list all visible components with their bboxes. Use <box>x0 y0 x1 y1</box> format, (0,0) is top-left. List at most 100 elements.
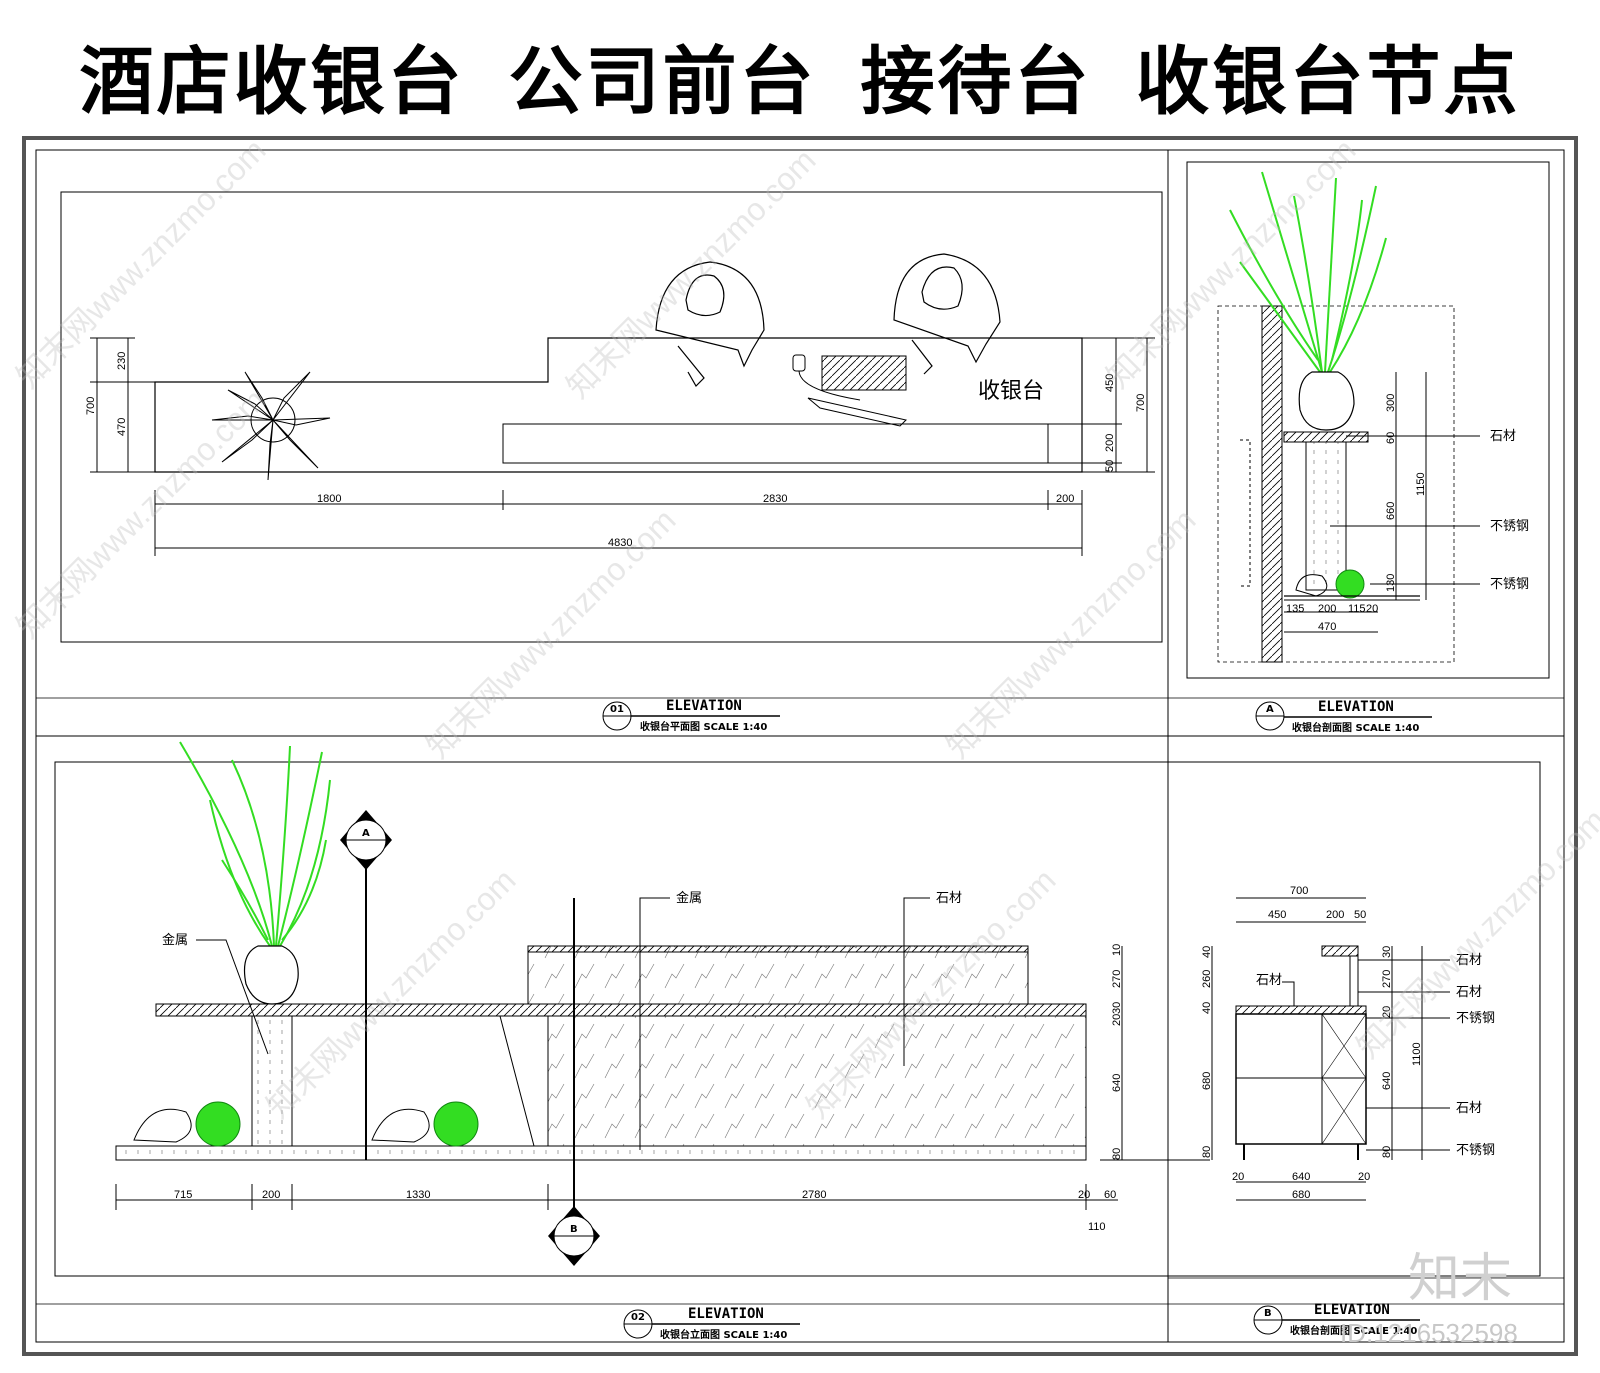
section-b-dim-r-4: 640 <box>1381 1072 1393 1090</box>
front-panel: A B 金属 金属 石材 10 270 30 20 640 80 715 200… <box>54 741 1210 1341</box>
section-b-dim-top-2: 200 <box>1326 909 1344 921</box>
plan-dim-left-total: 700 <box>85 397 97 415</box>
section-b-dim-r-2: 270 <box>1381 970 1393 988</box>
section-b-caption-title: ELEVATION <box>1314 1302 1390 1318</box>
plant-top-icon <box>211 371 331 481</box>
keyboard-icon <box>821 355 907 391</box>
plan-dim-left-bottom: 470 <box>116 418 128 436</box>
front-pedestal <box>251 1015 293 1147</box>
front-dim-r-4: 20 <box>1111 1014 1123 1026</box>
section-b-top <box>1321 945 1359 957</box>
section-a-caption-title: ELEVATION <box>1318 699 1394 715</box>
section-b-dim-top-1: 450 <box>1268 909 1286 921</box>
section-b-dim-top-3: 50 <box>1354 909 1366 921</box>
plan-dim-left-top: 230 <box>116 352 128 370</box>
plan-dim-right-total: 700 <box>1135 394 1147 412</box>
section-a-label-3: 不锈钢 <box>1490 577 1529 592</box>
inner-frame <box>35 149 1565 1343</box>
front-dim-b-5: 20 <box>1078 1189 1090 1201</box>
section-b-dim-l-2: 260 <box>1201 970 1213 988</box>
front-dim-r-6: 80 <box>1111 1148 1123 1160</box>
section-a-dim-b-3: 115 <box>1348 603 1366 615</box>
plan-caption-sub: 收银台平面图 SCALE 1:40 <box>640 720 767 733</box>
plan-dim-right-1: 450 <box>1104 374 1116 392</box>
plan-dim-bottom-3: 200 <box>1056 493 1074 505</box>
section-a-label-2: 不锈钢 <box>1490 519 1529 534</box>
section-b-dim-r-3: 20 <box>1381 1006 1393 1018</box>
plant-a-icon <box>1229 171 1387 373</box>
title-part-4: 收银台节点 <box>1135 39 1521 125</box>
section-b-label-4: 石材 <box>1456 1101 1482 1116</box>
section-a-dim-v-1: 300 <box>1385 394 1397 412</box>
section-b-dim-r-1: 30 <box>1381 946 1393 958</box>
plan-dim-right-3: 50 <box>1104 460 1116 472</box>
section-a-dim-v-4: 130 <box>1385 574 1397 592</box>
front-caption-num: 02 <box>631 1312 645 1323</box>
section-b-body <box>1235 1013 1367 1145</box>
front-dim-r-3: 30 <box>1111 1002 1123 1014</box>
plan-dim-bottom-1: 1800 <box>317 493 341 505</box>
section-a-dim-total: 470 <box>1318 621 1336 633</box>
section-b-dim-b-2: 640 <box>1292 1171 1310 1183</box>
front-dim-extra: 110 <box>1088 1221 1106 1233</box>
front-label-metal-left: 金属 <box>162 932 188 948</box>
pedestal-a <box>1305 441 1347 591</box>
section-b-label-1: 石材 <box>1456 953 1482 968</box>
section-b-dim-r-5: 80 <box>1381 1146 1393 1158</box>
section-b-dim-l-4: 680 <box>1201 1072 1213 1090</box>
plan-counter-label: 收银台 <box>978 379 1044 404</box>
section-a-dim-v-total: 1150 <box>1415 472 1427 496</box>
front-label-stone: 石材 <box>936 891 962 906</box>
vase-a-icon <box>1298 371 1355 431</box>
front-marker-a: A <box>362 828 370 839</box>
section-b-stone-inner: 石材 <box>1256 973 1282 988</box>
plan-caption-title: ELEVATION <box>666 698 742 714</box>
front-floor <box>115 1145 1087 1161</box>
section-a-dim-v-2: 60 <box>1385 432 1397 444</box>
counter-inner <box>502 423 1049 464</box>
section-a-dim-v-3: 660 <box>1385 502 1397 520</box>
title-part-1: 酒店收银台 <box>79 39 465 125</box>
front-caption-title: ELEVATION <box>688 1306 764 1322</box>
section-b-dim-b-1: 20 <box>1232 1171 1244 1183</box>
plan-dim-bottom-2: 2830 <box>763 493 787 505</box>
pen-icon <box>807 397 907 427</box>
plant-front-icon <box>179 741 331 947</box>
section-b-label-5: 不锈钢 <box>1456 1143 1495 1158</box>
front-caption-sub: 收银台立面图 SCALE 1:40 <box>660 1328 787 1341</box>
title-part-3: 接待台 <box>860 39 1092 125</box>
section-b-dim-top-total: 700 <box>1290 885 1308 897</box>
front-dim-b-2: 200 <box>262 1189 280 1201</box>
front-dim-b-3: 1330 <box>406 1189 430 1201</box>
plan-dim-total: 4830 <box>608 537 632 549</box>
section-b-label-2: 石材 <box>1456 985 1482 1000</box>
section-b-slab <box>1235 1005 1367 1015</box>
front-dim-r-1: 10 <box>1111 944 1123 956</box>
person-2-icon <box>893 253 1001 375</box>
section-b-dim-l-1: 40 <box>1201 946 1213 958</box>
section-a-caption-num: A <box>1266 704 1274 715</box>
shrub-front-1-icon <box>195 1101 241 1147</box>
page-title: 酒店收银台公司前台接待台收银台节点 <box>0 22 1600 129</box>
section-b-panel: 石材 石材 石材 不锈钢 石材 不锈钢 700 450 200 50 40 26… <box>1167 761 1541 1337</box>
section-b-label-3: 不锈钢 <box>1456 1011 1495 1026</box>
section-b-dim-l-3: 40 <box>1201 1002 1213 1014</box>
vase-front-icon <box>243 945 299 1005</box>
title-part-2: 公司前台 <box>508 39 817 125</box>
front-dim-b-6: 60 <box>1104 1189 1116 1201</box>
person-1-icon <box>655 261 765 387</box>
section-b-caption-sub: 收银台剖面图 SCALE 1:40 <box>1290 1324 1417 1337</box>
front-dim-r-5: 640 <box>1111 1074 1123 1092</box>
front-label-metal-mid: 金属 <box>676 890 702 906</box>
section-a-dim-b-4: 20 <box>1366 603 1378 615</box>
watermark-id: ID:1216532598 <box>1340 1318 1518 1348</box>
section-b-dim-total: 680 <box>1292 1189 1310 1201</box>
section-b-dim-b-3: 20 <box>1358 1171 1370 1183</box>
section-b-dim-l-5: 80 <box>1201 1146 1213 1158</box>
wall-hatch <box>1261 305 1283 663</box>
front-dim-b-4: 2780 <box>802 1189 826 1201</box>
shrub-front-2-icon <box>433 1101 479 1147</box>
front-body <box>547 1015 1087 1147</box>
section-a-dim-b-1: 135 <box>1286 603 1304 615</box>
